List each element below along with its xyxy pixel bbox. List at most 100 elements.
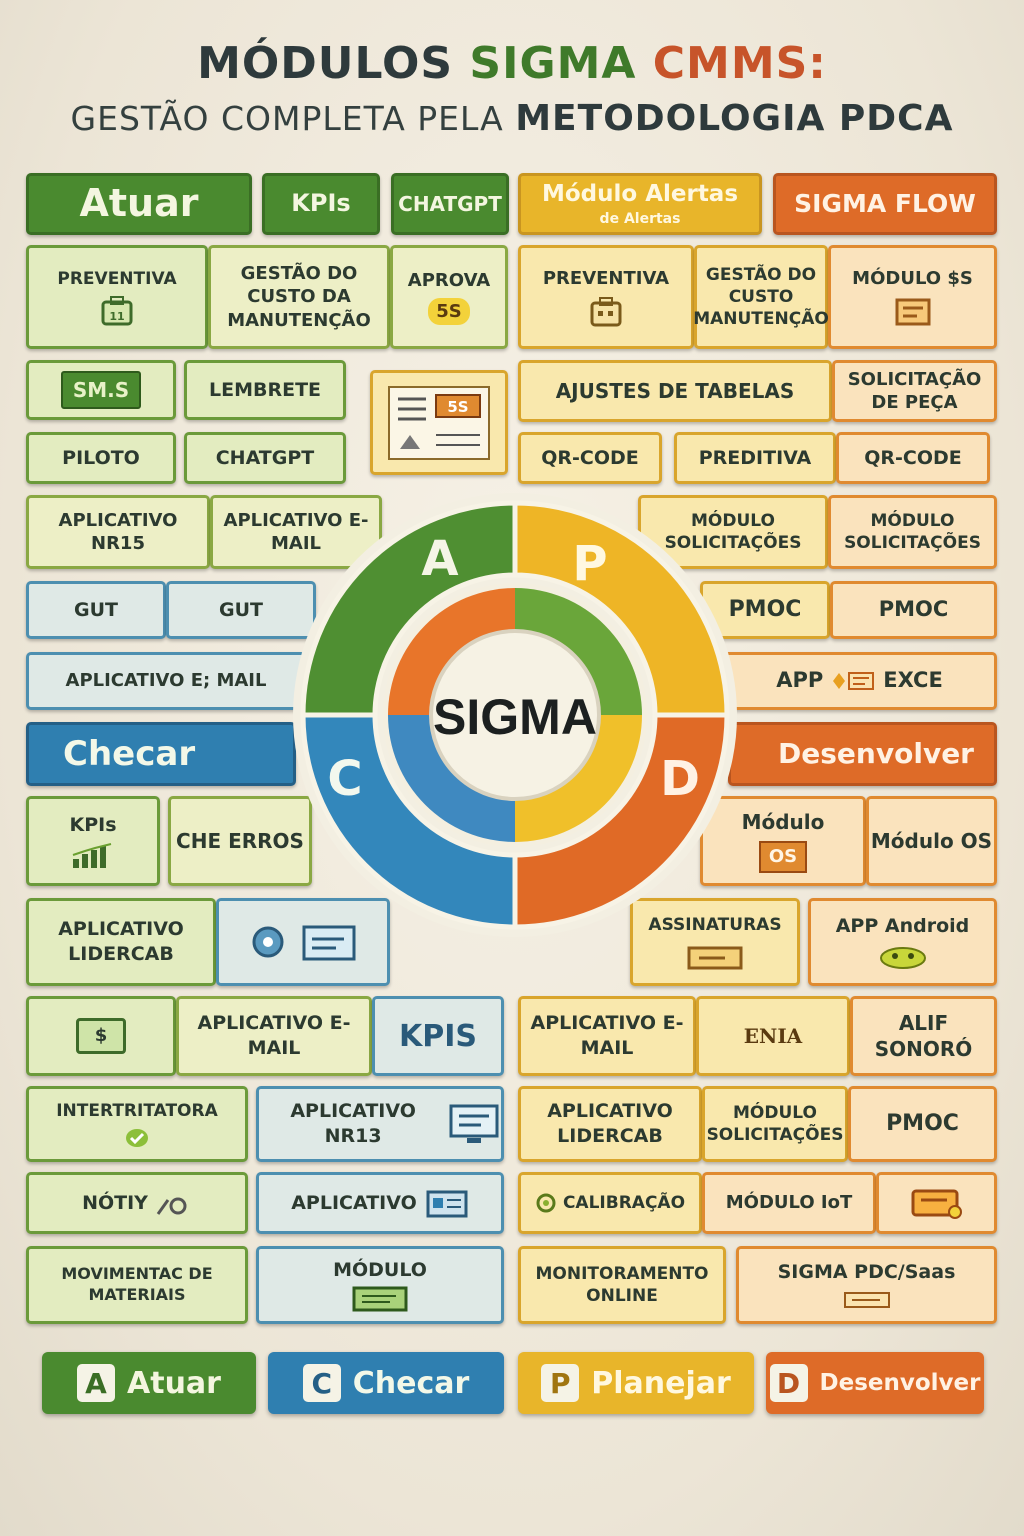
page-title: MÓDULOS SIGMA CMMS:	[197, 38, 827, 89]
right-ajustes-tabelas[interactable]: AJUSTES DE TABELAS	[518, 360, 832, 422]
right-lidercab[interactable]: APLICATIVO LIDERCAB	[518, 1086, 702, 1162]
monitor-icon	[449, 1104, 499, 1143]
left-intertritatora-label: INTERTRITATORA	[56, 1100, 218, 1121]
right-monitoramento[interactable]: MONITORAMENTO ONLINE	[518, 1246, 726, 1324]
right-calibracao[interactable]: CALIBRAÇÃO	[518, 1172, 702, 1234]
right-enia[interactable]: ENIA	[696, 996, 850, 1076]
arc-label-p: P	[572, 536, 607, 592]
app-excel-icon	[833, 672, 875, 690]
left-modulo[interactable]: MÓDULO	[256, 1246, 504, 1324]
right-enia-label: ENIA	[743, 1024, 803, 1048]
right-iot-device[interactable]	[876, 1172, 997, 1234]
right-modulo-os-1[interactable]: Módulo OS	[700, 796, 866, 886]
right-preventiva[interactable]: PREVENTIVA	[518, 245, 694, 349]
left-aprova-label: APROVA	[407, 269, 491, 291]
right-app-email[interactable]: APLICATIVO E-MAIL	[518, 996, 696, 1076]
right-solicitacoes-2[interactable]: MÓDULO SOLICITAÇÕES	[828, 495, 997, 569]
right-solicitacao-peca[interactable]: SOLICITAÇÃO DE PEÇA	[832, 360, 997, 422]
right-qrcode-1[interactable]: QR-CODE	[518, 432, 662, 484]
svg-text:11: 11	[109, 310, 124, 323]
pdca-cycle-wheel: SIGMA A P C D	[293, 493, 737, 937]
header-kpis[interactable]: KPIs	[262, 173, 380, 235]
left-kpis-2[interactable]: KPIS	[372, 996, 504, 1076]
right-gestao-custo[interactable]: GESTÃO DO CUSTO MANUTENÇÃO	[693, 245, 829, 349]
left-settings-monitor[interactable]	[216, 898, 390, 986]
right-preditiva[interactable]: PREDITIVA	[674, 432, 836, 484]
left-modulo-label: MÓDULO	[333, 1258, 427, 1281]
header-atuar[interactable]: Atuar	[26, 173, 252, 235]
right-solicitacoes-3[interactable]: MÓDULO SOLICITAÇÕES	[702, 1086, 848, 1162]
left-intertritatora[interactable]: INTERTRITATORA	[26, 1086, 248, 1162]
left-nr13[interactable]: APLICATIVO NR13	[256, 1086, 504, 1162]
money-icon: $	[76, 1018, 126, 1054]
right-sigma-pdc-label: SIGMA PDC/Saas	[777, 1260, 956, 1283]
left-gut-2[interactable]: GUT	[166, 581, 316, 639]
right-preventiva-label: PREVENTIVA	[542, 268, 670, 290]
left-notiy[interactable]: NÓTIY	[26, 1172, 248, 1234]
left-app-email-3[interactable]: APLICATIVO E-MAIL	[176, 996, 372, 1076]
right-qrcode-2[interactable]: QR-CODE	[836, 432, 990, 484]
left-chatgpt[interactable]: CHATGPT	[184, 432, 346, 484]
left-app-email-2[interactable]: APLICATIVO E; MAIL	[26, 652, 306, 710]
left-movimentacao[interactable]: MOVIMENTAC DE MATERIAIS	[26, 1246, 248, 1324]
right-app-exce[interactable]: APP EXCE	[722, 652, 997, 710]
legend-badge-c: C	[302, 1364, 341, 1402]
left-5s-document[interactable]: 5S	[370, 370, 508, 475]
left-aprova-5s[interactable]: APROVA 5S	[390, 245, 508, 349]
right-calibracao-label: CALIBRAÇÃO	[562, 1192, 686, 1213]
header-chatgpt[interactable]: CHATGPT	[391, 173, 509, 235]
check-icon	[126, 1129, 148, 1148]
left-che-erros[interactable]: CHE ERROS	[168, 796, 312, 886]
left-lembrete[interactable]: LEMBRETE	[184, 360, 346, 420]
arc-label-d: D	[660, 751, 700, 807]
left-nr15[interactable]: APLICATIVO NR15	[26, 495, 210, 569]
left-nr13-label: APLICATIVO NR13	[290, 1100, 416, 1147]
header-alertas-sub: de Alertas	[599, 210, 681, 227]
left-lidercab[interactable]: APLICATIVO LIDERCAB	[26, 898, 216, 986]
left-app-email[interactable]: APLICATIVO E-MAIL	[210, 495, 382, 569]
wrench-gear-icon	[156, 1197, 187, 1215]
left-5s-badge: 5S	[428, 298, 470, 326]
right-modulo-iot[interactable]: MÓDULO IoT	[702, 1172, 876, 1234]
right-os-badge: OS	[758, 841, 808, 873]
center-label: SIGMA	[433, 689, 597, 745]
left-kpis-label: KPIs	[69, 813, 117, 836]
header-alertas-label: Módulo Alertas	[541, 180, 739, 207]
document-icon	[895, 298, 930, 326]
left-kpis[interactable]: KPIs	[26, 796, 160, 886]
right-app-android[interactable]: APP Android	[808, 898, 997, 986]
right-modulo-label: Módulo	[741, 810, 825, 835]
legend-label-atuar: Atuar	[127, 1365, 221, 1401]
left-notiy-label: NÓTIY	[82, 1191, 148, 1214]
header-modulo-alertas[interactable]: Módulo Alertas de Alertas	[518, 173, 762, 235]
right-sonoro-label: SONORÓ	[874, 1037, 973, 1061]
header-checar[interactable]: Checar	[26, 722, 296, 786]
left-piloto[interactable]: PILOTO	[26, 432, 176, 484]
header-desenvolver[interactable]: Desenvolver	[728, 722, 997, 786]
right-modulo-s[interactable]: MÓDULO $S	[828, 245, 997, 349]
left-sms[interactable]: SM.S	[26, 360, 176, 420]
bar-chart-icon	[72, 843, 112, 869]
left-preventiva[interactable]: PREVENTIVA 11	[26, 245, 208, 349]
left-gestao-custo[interactable]: GESTÃO DO CUSTO DA MANUTENÇÃO	[208, 245, 390, 349]
right-pmoc-2[interactable]: PMOC	[830, 581, 997, 639]
right-assinaturas[interactable]: ASSINATURAS	[630, 898, 800, 986]
calendar-icon: 11	[101, 296, 133, 326]
left-aplicativo[interactable]: APLICATIVO	[256, 1172, 504, 1234]
calibration-icon	[536, 1193, 556, 1213]
left-money[interactable]: $	[26, 996, 176, 1076]
document-5s-icon: 5S	[388, 385, 490, 460]
right-sigma-pdc[interactable]: SIGMA PDC/Saas	[736, 1246, 997, 1324]
right-pmoc-3[interactable]: PMOC	[848, 1086, 997, 1162]
left-gut-1[interactable]: GUT	[26, 581, 166, 639]
header-sigma-flow[interactable]: SIGMA FLOW	[773, 173, 997, 235]
right-modulo-os-2[interactable]: Módulo OS	[866, 796, 997, 886]
left-sms-label: SM.S	[60, 371, 142, 409]
arc-label-c: C	[327, 751, 362, 807]
panel-icon	[843, 1292, 890, 1309]
